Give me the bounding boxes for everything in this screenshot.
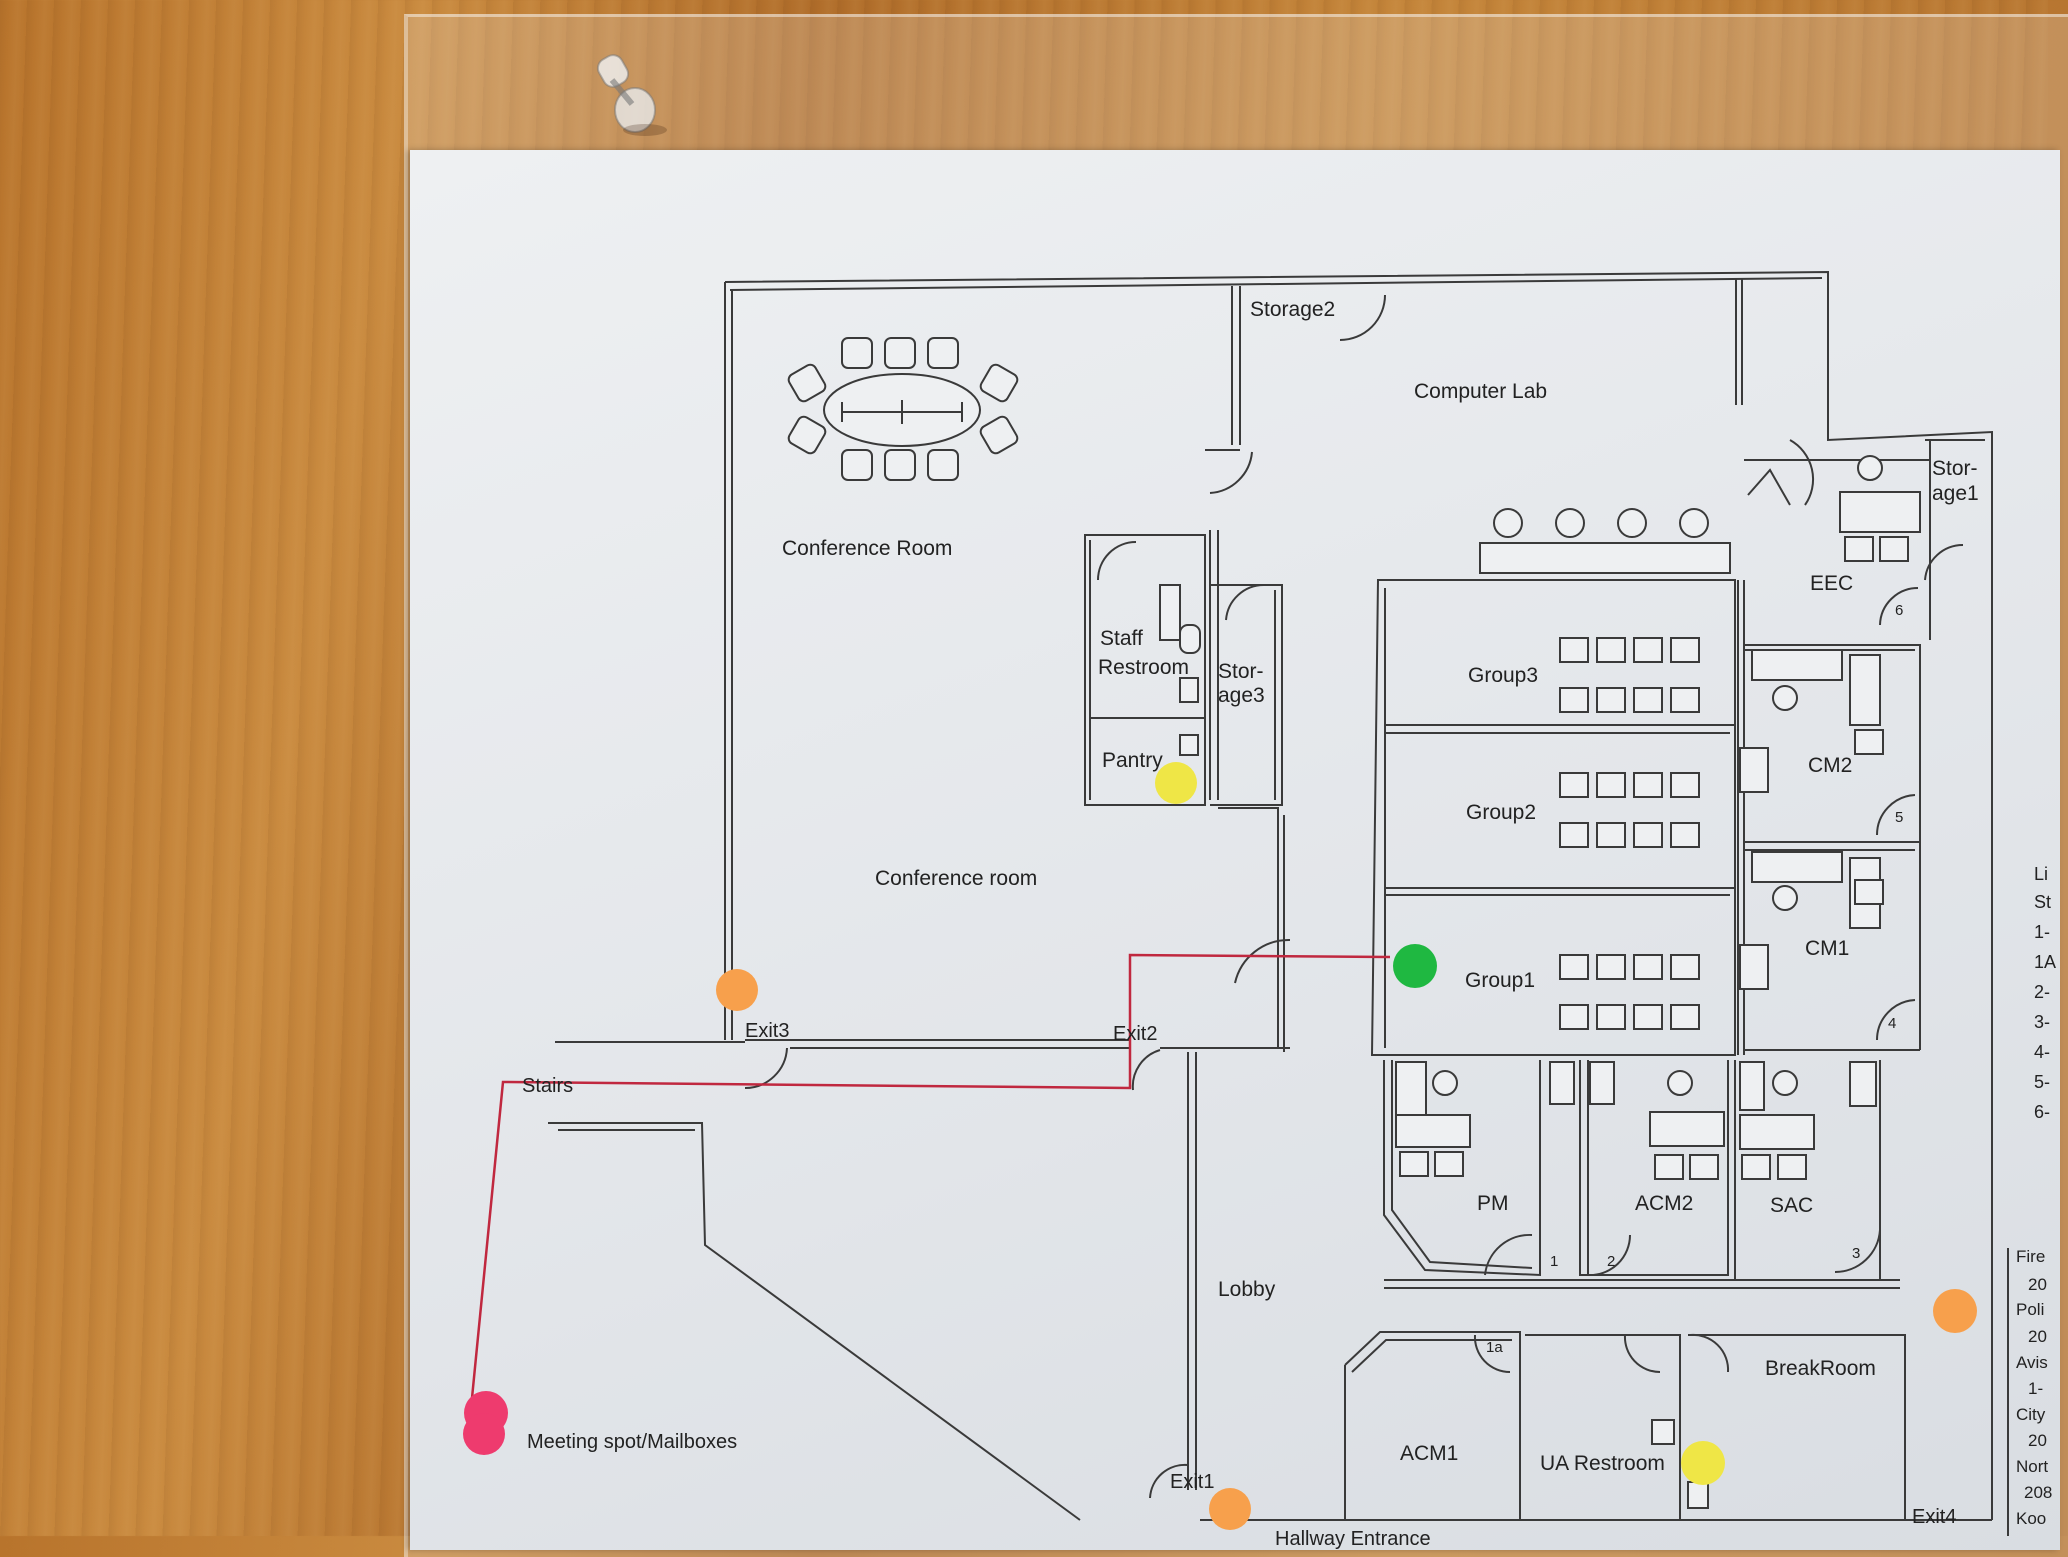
group-desks	[1559, 637, 1700, 1030]
evacuation-route	[470, 953, 1391, 1399]
label-pm: PM	[1477, 1192, 1509, 1215]
contact-line: City	[2016, 1405, 2046, 1424]
legend-line: 6-	[2034, 1102, 2050, 1122]
door-number-1a: 1a	[1486, 1339, 1503, 1356]
label-staff-restroom-a: Staff	[1100, 627, 1143, 650]
label-stairs: Stairs	[522, 1075, 573, 1097]
legend-line: 5-	[2034, 1072, 2050, 1092]
label-exit2: Exit2	[1113, 1023, 1157, 1045]
conference-table	[787, 337, 1019, 481]
legend-line: 2-	[2034, 982, 2050, 1002]
door-swings	[744, 294, 1964, 1499]
door-number-2: 2	[1607, 1253, 1615, 1270]
exit-labels: Exit3 Exit2 Exit1 Exit4 Stairs Meeting s…	[522, 1020, 1956, 1550]
label-exit4: Exit4	[1912, 1506, 1956, 1528]
contact-line: 20	[2028, 1275, 2047, 1294]
walls	[548, 270, 1993, 1521]
door-number-4: 4	[1888, 1015, 1896, 1032]
door-number-3: 3	[1852, 1245, 1860, 1262]
sticker-dots	[463, 762, 1977, 1530]
contact-line: Koo	[2016, 1509, 2046, 1528]
legend-line: Li	[2034, 864, 2048, 884]
pushpin	[596, 54, 667, 136]
label-acm2: ACM2	[1635, 1192, 1693, 1215]
door-number-6: 6	[1895, 602, 1903, 619]
legend-line: 4-	[2034, 1042, 2050, 1062]
label-storage1-a: Stor-	[1932, 457, 1978, 480]
label-sac: SAC	[1770, 1194, 1813, 1217]
yellow-dot-ua-restroom	[1681, 1441, 1725, 1485]
label-group1: Group1	[1465, 969, 1535, 992]
contacts-partial: Fire 20 Poli 20 Avis 1- City 20 Nort 208…	[2016, 1247, 2052, 1528]
label-cm1: CM1	[1805, 937, 1849, 960]
legend-line: 1-	[2034, 922, 2050, 942]
orange-dot-exit4	[1933, 1289, 1977, 1333]
label-group3: Group3	[1468, 664, 1538, 687]
label-storage1-b: age1	[1932, 482, 1979, 505]
green-dot-group1	[1393, 944, 1437, 988]
room-labels: Storage2 Computer Lab Stor- age1 EEC Con…	[782, 298, 1979, 1475]
label-storage2: Storage2	[1250, 298, 1335, 321]
label-hallway-partial: Hallway Entrance	[1275, 1528, 1431, 1550]
label-lobby: Lobby	[1218, 1278, 1276, 1301]
legend-partial: Li St 1- 1A 2- 3- 4- 5- 6-	[2034, 864, 2056, 1122]
label-pantry: Pantry	[1102, 749, 1163, 772]
label-exit1: Exit1	[1170, 1471, 1214, 1493]
label-staff-restroom-b: Restroom	[1098, 656, 1189, 679]
contact-line: Avis	[2016, 1353, 2048, 1372]
label-storage3-b: age3	[1218, 684, 1265, 707]
label-conference-room-bottom: Conference room	[875, 867, 1037, 890]
door-number-5: 5	[1895, 809, 1903, 826]
contact-line: Fire	[2016, 1247, 2045, 1266]
office-furniture	[1159, 455, 1921, 1509]
label-storage3-a: Stor-	[1218, 660, 1264, 683]
contact-line: Nort	[2016, 1457, 2048, 1476]
label-ua-restroom: UA Restroom	[1540, 1452, 1665, 1475]
label-cm2: CM2	[1808, 754, 1852, 777]
contact-line: Poli	[2016, 1300, 2044, 1319]
legend-line: 3-	[2034, 1012, 2050, 1032]
label-computer-lab: Computer Lab	[1414, 380, 1547, 403]
label-breakroom: BreakRoom	[1765, 1357, 1876, 1380]
label-conference-room-top: Conference Room	[782, 537, 952, 560]
computer-desks	[1479, 508, 1731, 574]
contact-line: 20	[2028, 1327, 2047, 1346]
contact-line: 20	[2028, 1431, 2047, 1450]
contact-line: 1-	[2028, 1379, 2043, 1398]
contact-line: 208	[2024, 1483, 2052, 1502]
label-meeting-spot: Meeting spot/Mailboxes	[527, 1431, 737, 1453]
label-group2: Group2	[1466, 801, 1536, 824]
orange-dot-exit1	[1209, 1488, 1251, 1530]
pink-dot-meeting-spot-2	[463, 1413, 505, 1455]
floor-plan: Storage2 Computer Lab Stor- age1 EEC Con…	[463, 54, 2056, 1550]
orange-dot-exit3	[716, 969, 758, 1011]
legend-line: St	[2034, 892, 2051, 912]
label-acm1: ACM1	[1400, 1442, 1458, 1465]
door-numbers: 1 1a 2 3 4 5 6	[1486, 602, 1903, 1356]
label-exit3: Exit3	[745, 1020, 789, 1042]
legend-line: 1A	[2034, 952, 2056, 972]
yellow-dot-pantry	[1155, 762, 1197, 804]
label-eec: EEC	[1810, 572, 1853, 595]
door-number-1: 1	[1550, 1253, 1558, 1270]
